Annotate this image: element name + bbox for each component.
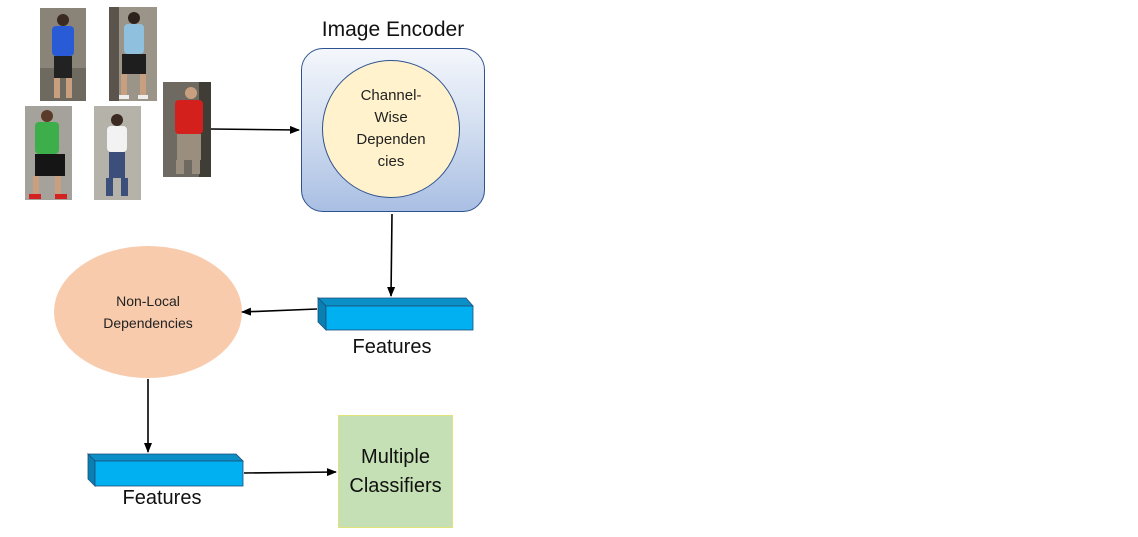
features-label-top: Features — [352, 336, 432, 358]
multiple-classifiers-label: Multiple Classifiers — [349, 445, 442, 497]
non-local-dependencies-node: Non-Local Dependencies — [54, 246, 242, 378]
pedestrian-photo-4 — [94, 106, 141, 200]
pedestrian-photo-5 — [163, 82, 211, 177]
arrow-images-to-encoder — [210, 125, 300, 134]
channel-wise-dependencies-node: Channel- Wise Dependen cies — [322, 60, 460, 198]
pedestrian-photo-1 — [40, 8, 86, 101]
feature-bar-top — [317, 297, 474, 331]
arrow-features-to-classifiers — [243, 468, 337, 477]
feature-bar-bottom — [87, 453, 244, 487]
arrow-features-to-non-local — [241, 307, 318, 316]
multiple-classifiers-box: Multiple Classifiers — [338, 415, 453, 528]
arrow-encoder-to-features — [387, 213, 396, 297]
pedestrian-photo-2 — [109, 7, 157, 101]
non-local-dependencies-label: Non-Local Dependencies — [103, 293, 193, 331]
channel-wise-dependencies-label: Channel- Wise Dependen cies — [356, 87, 426, 170]
features-label-bottom: Features — [122, 487, 202, 509]
pedestrian-photo-3 — [25, 106, 72, 200]
image-encoder-title: Image Encoder — [321, 18, 465, 41]
